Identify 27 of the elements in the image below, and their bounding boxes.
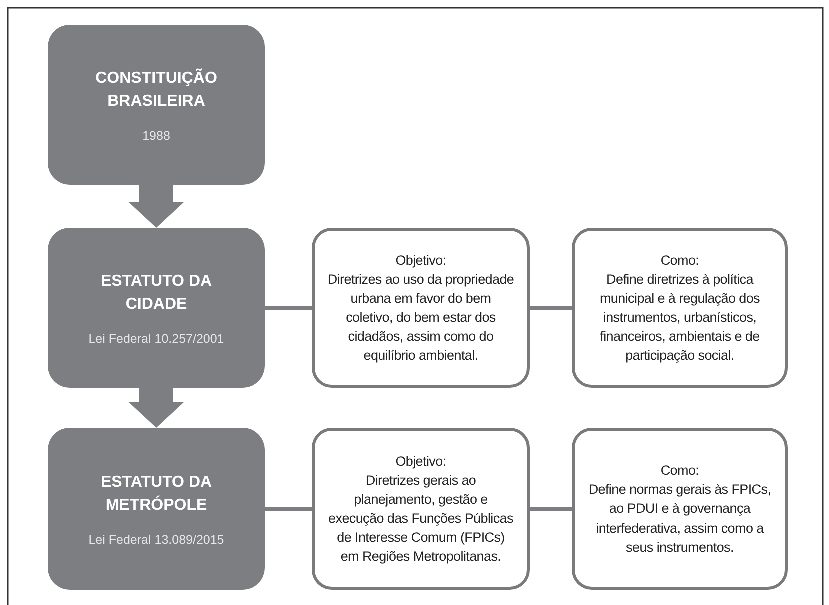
description: Diretrizes ao uso da propriedade urbana em favor do bem coletivo, do bem estar dos cidadãos, assim como do equilíbrio ambiental. <box>327 270 515 366</box>
subtitle: 1988 <box>142 129 170 144</box>
info-box <box>312 228 530 388</box>
heading: ESTATUTO DA METRÓPOLE <box>100 472 214 516</box>
heading: Como: <box>660 462 700 480</box>
heading: CONSTITUIÇÃO BRASILEIRA <box>94 68 218 112</box>
law-box <box>48 228 265 388</box>
heading: Como: <box>660 252 700 270</box>
connector-line <box>530 507 572 511</box>
block-arrow <box>128 185 184 228</box>
heading: Objetivo: <box>396 452 446 471</box>
heading: ESTATUTO DA CIDADE <box>100 272 214 315</box>
block-arrow <box>128 388 184 428</box>
connector-line <box>265 507 312 511</box>
description: Define diretrizes à política municipal e à regulação dos instrumentos, urbanísticos, financeiros, ambientais e de participação social. <box>598 270 761 366</box>
info-box <box>572 428 788 590</box>
subtitle: Lei Federal 13.089/2015 <box>88 533 224 548</box>
law-box <box>48 428 265 590</box>
heading: Objetivo: <box>396 252 446 270</box>
info-box <box>312 428 530 590</box>
law-box <box>48 25 265 185</box>
info-box <box>572 228 788 388</box>
description: Diretrizes gerais ao planejamento, gestão e execução das Funções Públicas de Interesse Comum (FPICs) em Regiões Metropolitanas. <box>328 472 514 566</box>
description: Define normas gerais às FPICs, ao PDUI e à governança interfederativa, assim como a seus instrumentos. <box>588 481 772 557</box>
subtitle: Lei Federal 10.257/2001 <box>88 332 224 346</box>
connector-line <box>265 306 312 310</box>
connector-line <box>530 306 572 310</box>
